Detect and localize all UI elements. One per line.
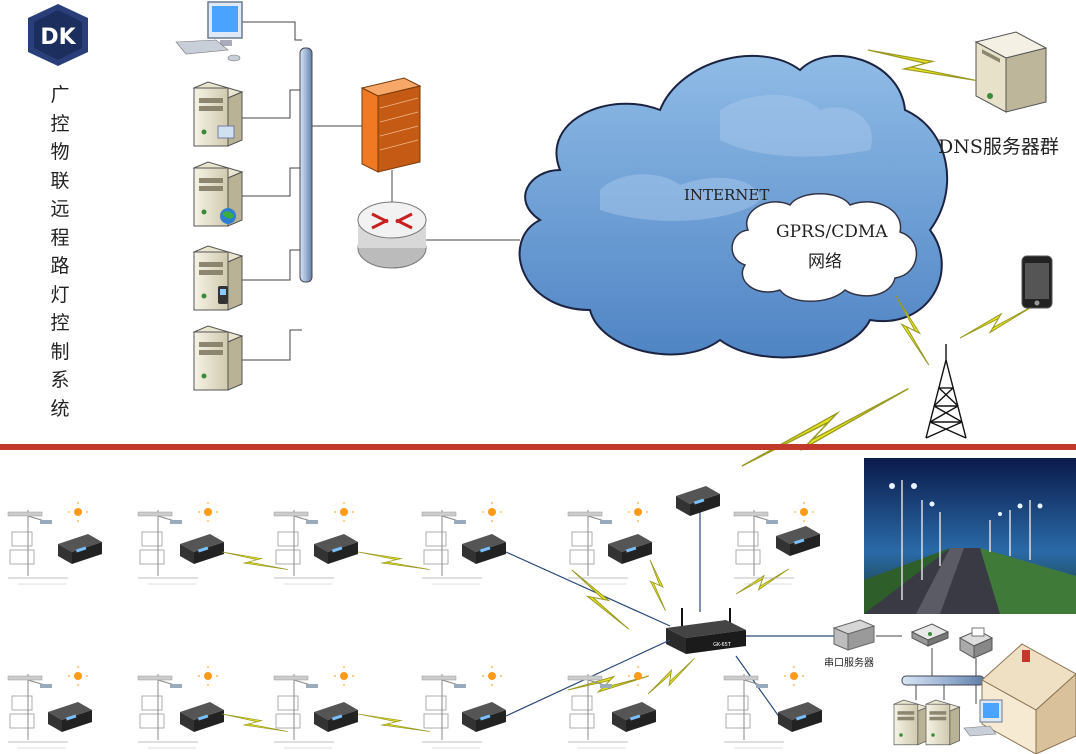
- sms-server-icon: [193, 245, 243, 311]
- title-char: 程: [50, 226, 70, 249]
- title-char: 联: [50, 169, 70, 192]
- database-server-icon: [193, 81, 243, 147]
- title-char: 制: [50, 340, 70, 363]
- title-char: 系: [50, 369, 70, 391]
- mobile-phone-icon: [1021, 255, 1053, 309]
- relay-device-icon: [776, 526, 820, 556]
- lamp-row-2: [7, 665, 822, 749]
- local-workstation-icon: [963, 699, 1003, 737]
- logo: DK: [28, 4, 88, 66]
- street-lamp: [723, 665, 805, 749]
- street-light-photo: [864, 458, 1076, 614]
- wireless-link-gw-row2: [567, 652, 650, 714]
- workstation-icon: [175, 1, 243, 62]
- title-char: 远: [50, 198, 70, 220]
- scanner-icon: [910, 623, 950, 647]
- lamp-controller-icon: [180, 702, 224, 732]
- title-char: 灯: [50, 283, 70, 306]
- printer-icon: [958, 627, 994, 659]
- title-char: 广: [50, 84, 70, 106]
- serial-server-label: 串口服务器: [824, 658, 874, 669]
- title-char: 控: [50, 112, 70, 135]
- web-server-icon: [193, 161, 243, 227]
- relay-device-icon: [676, 486, 720, 516]
- dns-servers-label: DNS服务器群: [938, 136, 1059, 158]
- wireless-link-gw-right1: [735, 553, 790, 610]
- local-server-icon: [893, 699, 928, 746]
- lamp-controller-icon: [314, 702, 358, 732]
- serial-server-icon: [832, 619, 876, 651]
- lan-wiring: [238, 21, 520, 361]
- wireless-link-gw-bottom: [647, 646, 695, 706]
- section-divider: [0, 444, 1076, 450]
- gateway-device-icon: GK-65T: [666, 608, 746, 654]
- lan-bus: [299, 47, 313, 283]
- firewall-icon: [360, 77, 422, 173]
- gateway-label: GK-65T: [713, 642, 732, 648]
- lamp-controller-icon: [778, 702, 822, 732]
- logo-text: DK: [40, 25, 76, 50]
- app-server-icon: [193, 325, 243, 391]
- lamp-controller-icon: [58, 534, 102, 564]
- office-building-icon: [981, 643, 1076, 754]
- gprs-cloud: [731, 193, 917, 302]
- title-char: 路: [50, 255, 70, 277]
- local-server-icon: [925, 699, 960, 746]
- lamp-controller-icon: [608, 534, 652, 564]
- lamp-controller-icon: [48, 702, 92, 732]
- lamp-controller-icon: [462, 534, 506, 564]
- title-char: 统: [50, 397, 70, 420]
- internet-label: INTERNET: [684, 186, 770, 204]
- gprs-label-2: 网络: [808, 252, 842, 272]
- title-char: 控: [50, 312, 70, 334]
- title-char: 物: [50, 141, 70, 163]
- wireless-link-gw-row1: [559, 569, 642, 630]
- lamp-controller-icon: [462, 702, 506, 732]
- lamp-controller-icon: [180, 534, 224, 564]
- lamp-chain-links: [221, 551, 431, 733]
- router-icon: [357, 201, 427, 269]
- dns-server-icon: [974, 31, 1048, 113]
- wireless-link-gw-right2: [632, 559, 683, 612]
- lamp-controller-icon: [612, 702, 656, 732]
- lamp-controller-icon: [314, 534, 358, 564]
- local-lan-wires: [876, 635, 977, 704]
- local-lan-bus: [901, 675, 985, 686]
- gprs-label: GPRS/CDMA: [776, 222, 888, 242]
- cell-tower-icon: [925, 344, 967, 439]
